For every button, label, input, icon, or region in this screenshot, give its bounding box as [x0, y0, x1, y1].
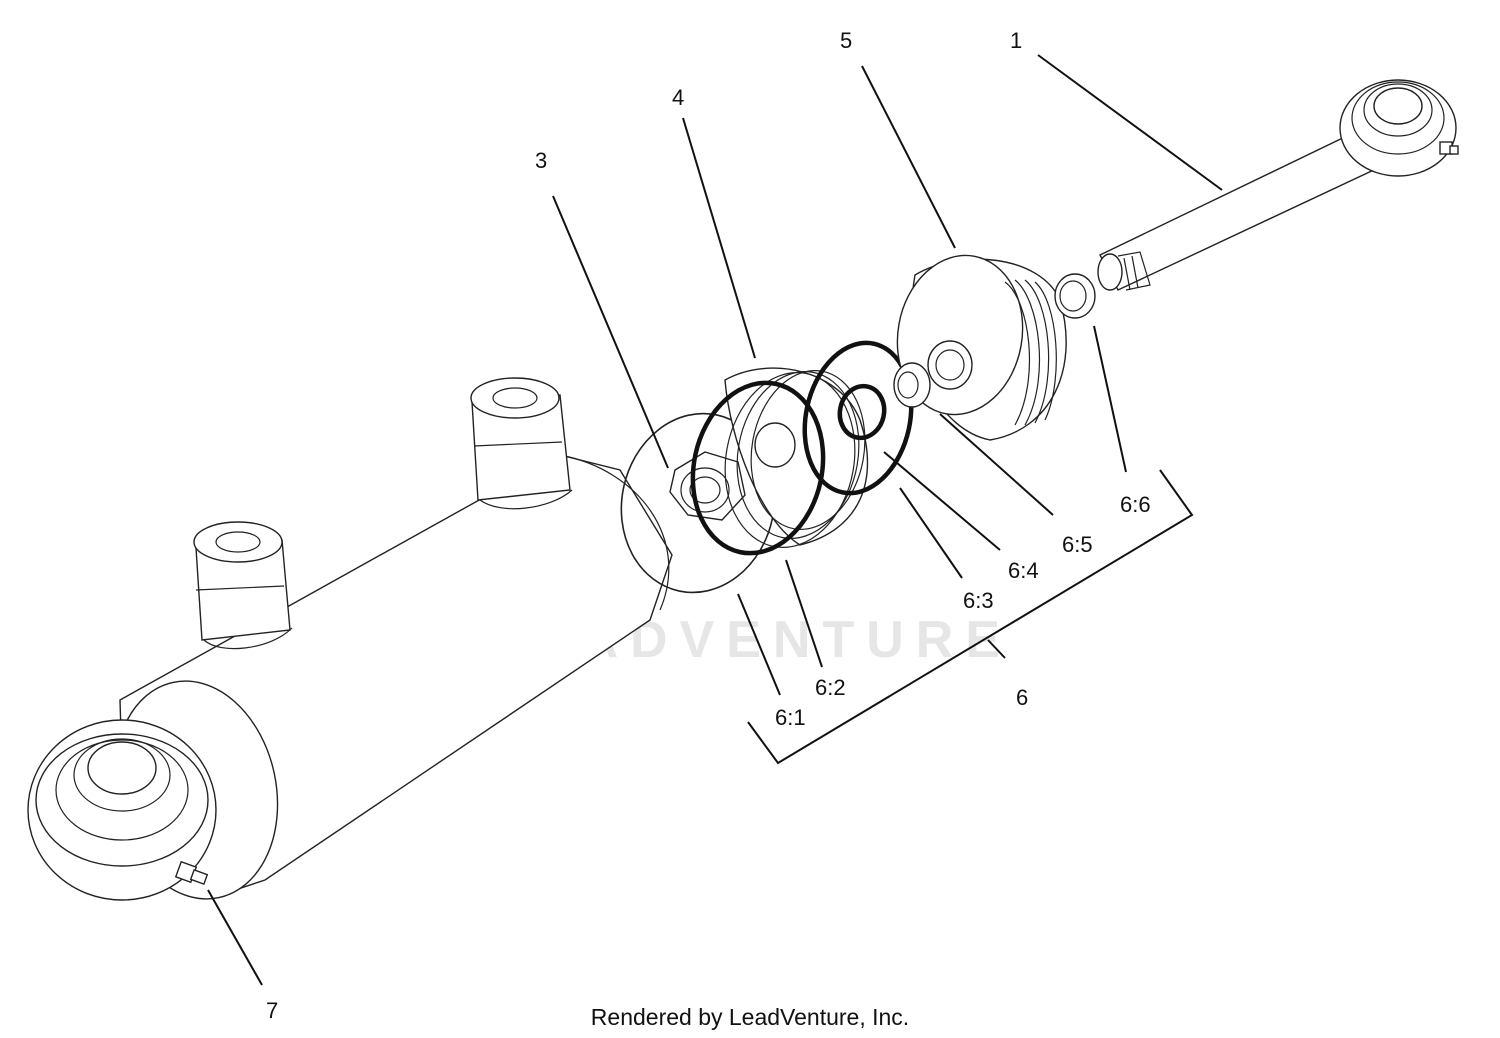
callout-4: 4	[672, 85, 684, 110]
callout-7: 7	[266, 998, 278, 1023]
grease-fitting-icon	[1439, 141, 1459, 155]
callout-6-2: 6:2	[815, 675, 846, 700]
callout-labels: 1 3 4 5 6 6:1 6:2 6:3 6:4 6:5 6:6 7	[266, 28, 1151, 1023]
nut-3	[669, 451, 746, 521]
barrel-clevis-eye	[27, 719, 217, 901]
wiper-6-6	[1054, 273, 1096, 319]
callout-1: 1	[1010, 28, 1022, 53]
callout-6-6: 6:6	[1120, 492, 1151, 517]
piston-4	[724, 367, 869, 548]
callout-3: 3	[535, 148, 547, 173]
seal-6-3	[802, 340, 914, 496]
bushing-6-5	[893, 362, 931, 408]
oring-6-4	[837, 383, 887, 441]
leader-lines	[207, 54, 1223, 986]
callout-6: 6	[1016, 685, 1028, 710]
callout-6-1: 6:1	[775, 705, 806, 730]
rod-1	[1097, 79, 1459, 291]
grease-fitting-icon	[174, 860, 209, 885]
callout-6-5: 6:5	[1062, 532, 1093, 557]
callout-6-4: 6:4	[1008, 558, 1039, 583]
credit-text: Rendered by LeadVenture, Inc.	[591, 1004, 909, 1030]
callout-6-3: 6:3	[963, 588, 994, 613]
callout-5: 5	[840, 28, 852, 53]
